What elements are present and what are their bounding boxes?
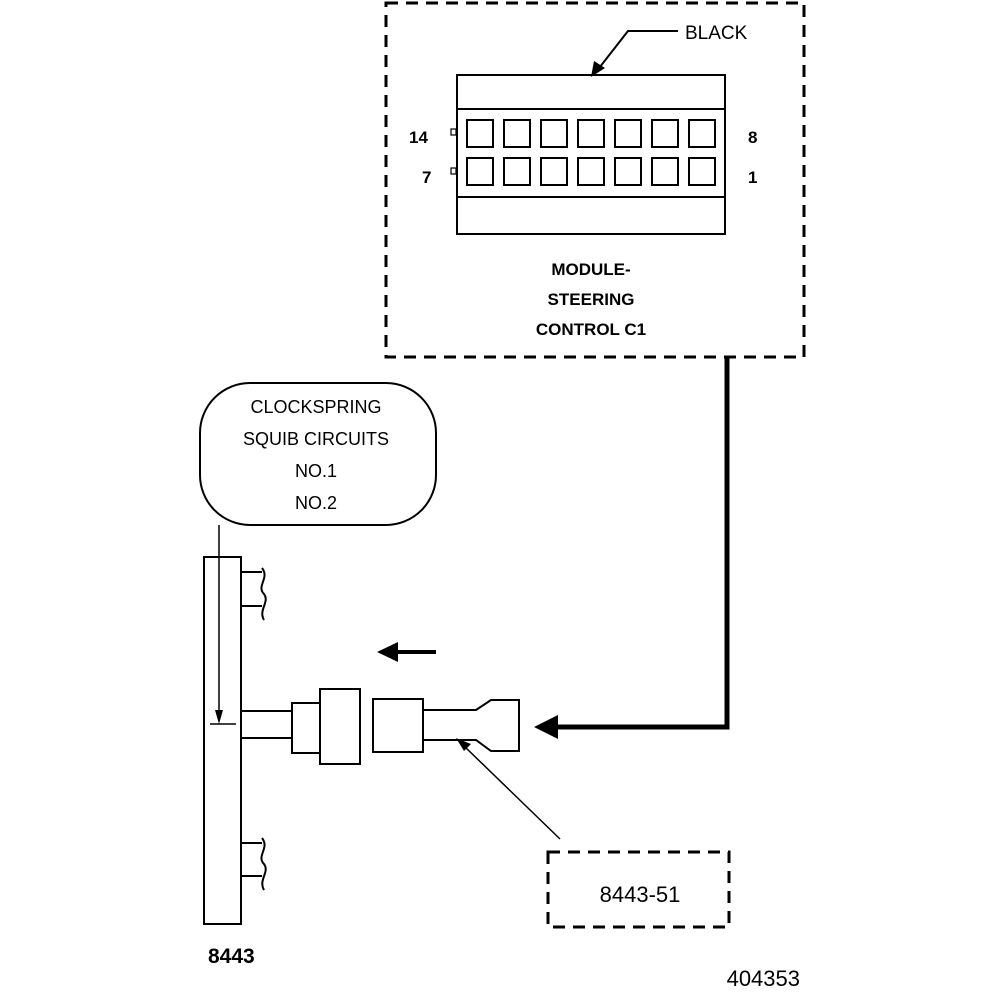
pin-label-1: 1 [748,168,757,187]
clockspring-line2: SQUIB CIRCUITS [243,429,389,449]
tool-8443-body [203,556,267,925]
adapter-8443-51 [372,698,520,753]
tool-plug [241,688,361,765]
clockspring-line3: NO.1 [295,461,337,481]
pin-label-7: 7 [422,168,431,187]
connector-color-label: BLACK [685,23,748,44]
figure-id: 404353 [727,966,800,991]
connection-arrowhead [534,715,558,739]
pin-label-14: 14 [409,128,428,147]
clockspring-line1: CLOCKSPRING [250,397,381,417]
pin-label-8: 8 [748,128,757,147]
module-title-line2: STEERING [548,290,635,309]
adapter-label-box [546,850,731,929]
black-leader-line [595,30,678,73]
cavity-row-top [466,119,716,148]
clockspring-line4: NO.2 [295,493,337,513]
module-title-line3: CONTROL C1 [536,320,646,339]
module-dashed-box [384,1,806,359]
module-title-line1: MODULE- [551,260,630,279]
adapter-leader [463,745,561,840]
clockspring-box [199,382,437,526]
tool-label: 8443 [208,945,255,968]
adapter-label: 8443-51 [600,882,681,907]
module-connector [450,74,726,235]
connection-line [556,357,730,730]
cavity-row-bottom [466,157,716,186]
